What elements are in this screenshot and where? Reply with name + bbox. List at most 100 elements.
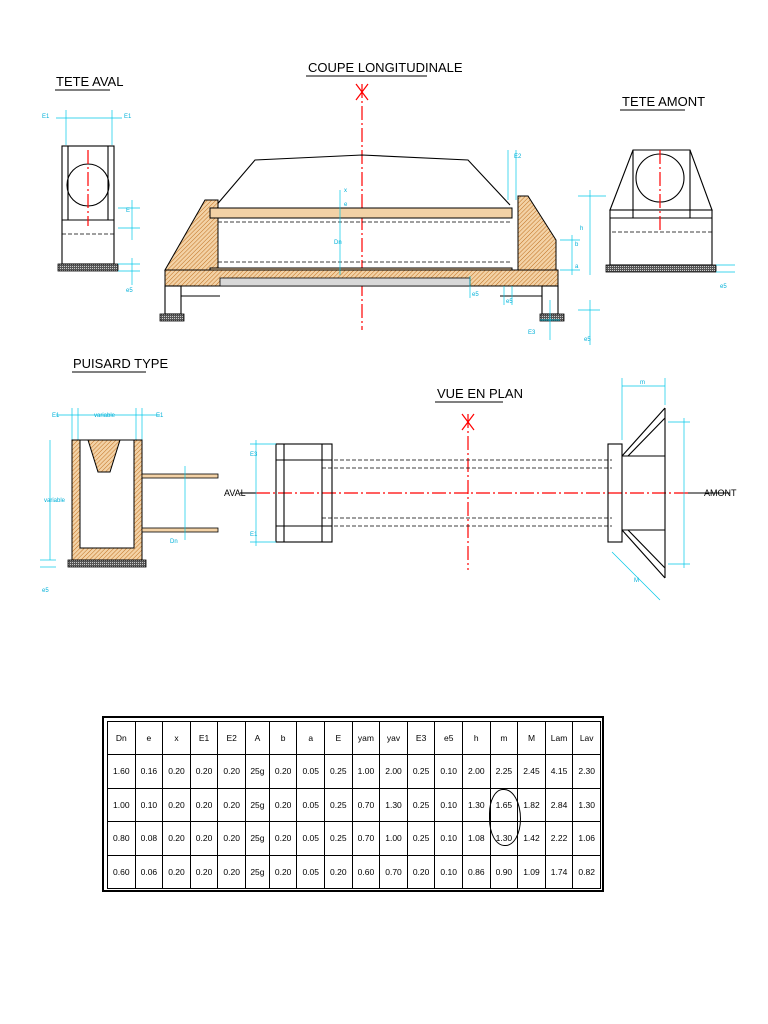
table-cell: 0.25 [406,787,436,822]
hand-drawn-circle-annotation [489,789,521,846]
table-cell: 0.20 [268,754,298,789]
table-cell: 0.06 [134,854,164,889]
table-cell: 0.60 [107,854,136,889]
col-a: a [296,721,326,755]
table-cell: 0.70 [379,854,408,889]
puisard-type-view: PUISARD TYPE E1 variable E1 variable e5 … [40,356,219,594]
table-cell: 0.10 [434,787,463,822]
table-cell: 0.82 [572,854,601,889]
col-e: e [134,721,164,755]
table-cell: 25g [244,821,270,856]
table-cell: 0.20 [217,821,246,856]
tete-aval-view: TETE AVAL E1 E1 E e5 [42,74,140,294]
table-cell: 0.20 [189,821,219,856]
table-cell: 1.30 [379,787,408,822]
table-cell: 1.42 [517,821,546,856]
col-b: b [268,721,298,755]
label-amont: AMONT [704,488,737,498]
col-yav: yav [379,721,408,755]
table-cell: 1.00 [379,821,408,856]
col-lam: Lam [544,721,574,755]
dim-a-coupe: a [575,264,579,270]
table-cell: 0.16 [134,754,164,789]
table-cell: 0.05 [296,854,326,889]
title-coupe-longitudinale: COUPE LONGITUDINALE [308,60,463,75]
table-cell: 1.00 [351,754,381,789]
dimension-table: Dn e x E1 E2 A b a E yam yav E3 e5 h m M… [102,716,604,892]
col-yam: yam [351,721,381,755]
dim-dn-puisard: Dn [170,539,178,545]
table-cell: 0.20 [162,787,191,822]
dim-e1-right: E1 [124,114,132,120]
col-h: h [462,721,491,755]
table-cell: 0.20 [217,754,246,789]
table-cell: 2.00 [379,754,408,789]
table-cell: 0.70 [351,821,381,856]
dim-e5c-coupe: e5 [584,337,591,343]
table-cell: 1.08 [462,821,491,856]
col-e2: E2 [217,721,246,755]
dim-e2-coupe: E2 [514,154,522,160]
table-cell: 0.20 [268,854,298,889]
col-a-upper: A [244,721,270,755]
table-cell: 0.25 [324,787,353,822]
table-cell: 0.05 [296,821,326,856]
table-cell: 0.20 [217,787,246,822]
table-cell: 2.30 [572,754,601,789]
dim-e3-coupe: E3 [528,330,536,336]
dim-e1-puisard: E1 [52,413,60,419]
title-tete-amont: TETE AMONT [622,94,705,109]
dim-e5b-coupe: e5 [506,299,513,305]
dim-e1-plan: E1 [250,532,258,538]
table-cell: 0.20 [268,787,298,822]
dim-x-coupe: x [344,188,347,194]
table-cell: 1.60 [107,754,136,789]
table-cell: 0.25 [324,754,353,789]
table-cell: 0.05 [296,787,326,822]
dim-m-plan: m [640,380,645,386]
col-e1: E1 [189,721,219,755]
dim-e-coupe: e [344,202,348,208]
col-e5: e5 [434,721,463,755]
table-cell: 0.25 [406,821,436,856]
table-cell: 1.82 [517,787,546,822]
table-cell: 1.00 [107,787,136,822]
table-cell: 2.45 [517,754,546,789]
dim-h-amont: h [580,226,583,232]
table-cell: 0.10 [434,821,463,856]
col-dn: Dn [107,721,136,755]
table-cell: 25g [244,754,270,789]
table-cell: 0.20 [406,854,436,889]
dim-e1-left: E1 [42,114,50,120]
table-cell: 0.20 [162,754,191,789]
label-aval: AVAL [224,488,246,498]
table-cell: 1.06 [572,821,601,856]
table-cell: 25g [244,787,270,822]
dim-e5-amont: e5 [720,284,727,290]
dim-e5-puisard: e5 [42,588,49,594]
table-cell: 0.05 [296,754,326,789]
coupe-longitudinale-view: COUPE LONGITUDINALE Dn x e E2 e5 [159,60,600,345]
table-cell: 0.20 [189,854,219,889]
table-cell: 0.20 [268,821,298,856]
vue-en-plan-view: VUE EN PLAN AVAL AMONT E3 E1 [224,378,737,601]
table-cell: 0.25 [324,821,353,856]
table-cell: 0.10 [434,854,463,889]
table-cell: 0.25 [406,754,436,789]
dim-e-aval: E [126,208,130,214]
table-cell: 1.30 [572,787,601,822]
table-cell: 0.20 [162,821,191,856]
title-tete-aval: TETE AVAL [56,74,123,89]
dim-e1-puisard-right: E1 [156,413,164,419]
table-cell: 0.10 [434,754,463,789]
col-lav: Lav [572,721,601,755]
dim-b-coupe: b [575,242,579,248]
table-cell: 0.60 [351,854,381,889]
title-puisard-type: PUISARD TYPE [73,356,168,371]
col-e-upper: E [324,721,353,755]
